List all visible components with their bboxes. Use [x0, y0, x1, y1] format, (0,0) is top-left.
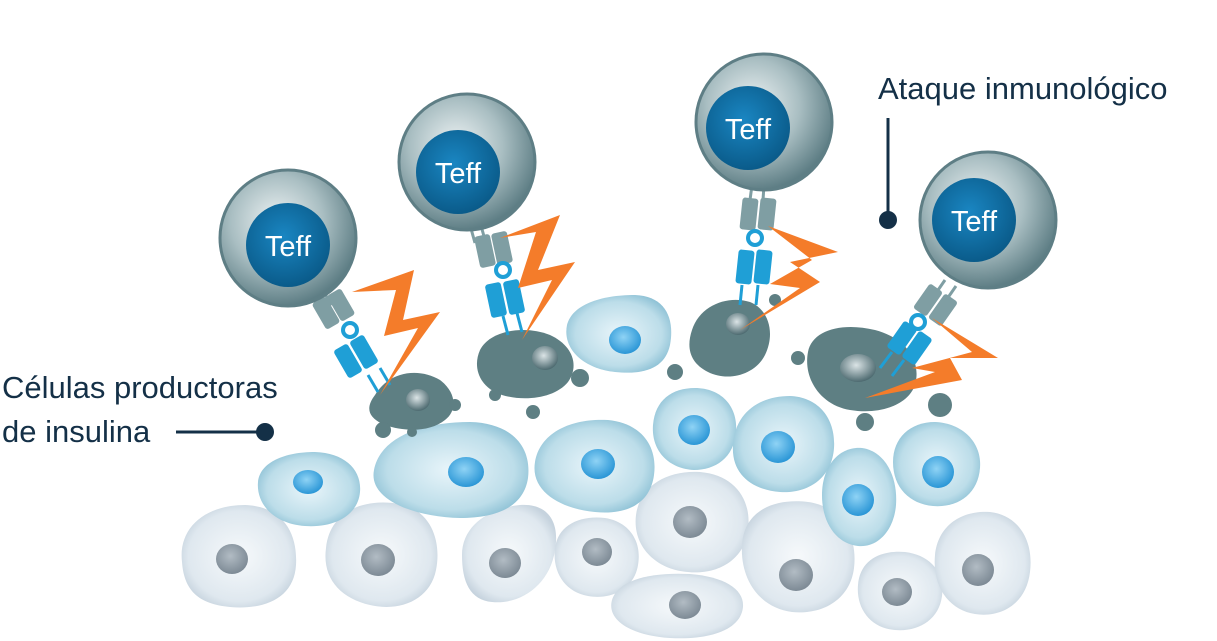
- tissue-cells: [181, 471, 1031, 639]
- teff-cells: Teff Teff Teff Teff: [218, 52, 1058, 308]
- tissue-cell: [741, 501, 855, 613]
- teff-label: Teff: [435, 158, 482, 190]
- receptors: [306, 184, 958, 393]
- lightning-bolts: [352, 215, 998, 398]
- attack-label: Ataque inmunológico: [878, 71, 1168, 106]
- callout-attack: [879, 118, 897, 229]
- cells-label-line1: Células productoras: [2, 370, 278, 405]
- beta-cells: [257, 295, 981, 547]
- tissue-cell: [934, 511, 1031, 615]
- beta-cell: [822, 447, 897, 547]
- tissue-cell: [181, 505, 297, 608]
- lightning-bolt: [740, 226, 838, 330]
- tissue-cell: [611, 573, 744, 639]
- receptor: [735, 184, 777, 306]
- teff-cell: Teff: [218, 168, 358, 308]
- dying-cell: [667, 294, 781, 380]
- callout-cells: [176, 423, 274, 441]
- beta-cell: [566, 295, 672, 373]
- tissue-cell: [325, 502, 438, 607]
- beta-cell: [373, 422, 529, 518]
- teff-cell: Teff: [918, 150, 1058, 290]
- teff-cell: Teff: [397, 92, 537, 232]
- tissue-cell: [857, 551, 943, 631]
- dying-cell: [369, 372, 461, 438]
- lightning-bolt: [500, 215, 575, 340]
- receptor: [878, 279, 958, 377]
- beta-cell: [257, 452, 361, 527]
- tissue-cell: [554, 517, 639, 597]
- dying-cell: [476, 330, 589, 419]
- teff-label: Teff: [725, 114, 772, 146]
- tissue-cell: [462, 504, 557, 603]
- beta-cell: [732, 396, 835, 493]
- cells-label-line2: de insulina: [2, 414, 151, 449]
- lightning-bolt: [352, 270, 440, 395]
- teff-cell: Teff: [694, 52, 834, 192]
- receptor: [306, 282, 392, 393]
- teff-label: Teff: [265, 231, 312, 263]
- beta-cell: [534, 419, 655, 513]
- lightning-bolt: [865, 318, 998, 398]
- beta-cell: [652, 388, 737, 470]
- beta-cell: [893, 422, 981, 507]
- teff-label: Teff: [951, 206, 998, 238]
- tissue-cell: [635, 471, 749, 573]
- receptor: [468, 221, 525, 336]
